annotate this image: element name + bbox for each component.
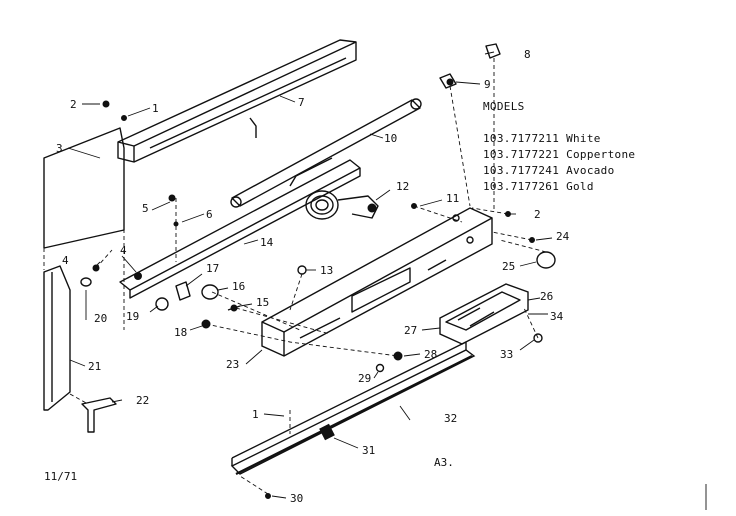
- model-line: 103.7177241 Avocado: [483, 164, 615, 177]
- part-14-support-bar: [119, 157, 361, 299]
- callout-10: 10: [384, 132, 397, 145]
- assembly-lines: [95, 58, 547, 495]
- callout-2: 2: [70, 98, 77, 111]
- callout-29: 29: [358, 372, 371, 385]
- model-line: 103.7177261 Gold: [483, 180, 594, 193]
- callout-33: 33: [500, 348, 513, 361]
- callout-1b: 1: [252, 408, 259, 421]
- callout-13: 13: [320, 264, 333, 277]
- part-31-clip: [319, 423, 335, 441]
- model-line: 103.7177211 White: [483, 132, 601, 145]
- leader-lines: [67, 51, 553, 499]
- callout-15: 15: [256, 296, 269, 309]
- callout-7: 7: [298, 96, 305, 109]
- callout-11: 11: [446, 192, 459, 205]
- part-12-coil: [305, 190, 379, 220]
- part-32-grill: [230, 341, 476, 475]
- models-legend: MODELS 103.7177211 White 103.7177221 Cop…: [483, 100, 635, 193]
- callout-31: 31: [362, 444, 375, 457]
- callout-22: 22: [136, 394, 149, 407]
- callout-4b: 4: [62, 254, 69, 267]
- callout-27: 27: [404, 324, 417, 337]
- page-code: A3.: [434, 456, 454, 469]
- callout-1: 1: [152, 102, 159, 115]
- part-23-control-panel: [261, 207, 493, 357]
- callout-32: 32: [444, 412, 457, 425]
- callout-18: 18: [174, 326, 187, 339]
- callout-21: 21: [88, 360, 101, 373]
- callout-14: 14: [260, 236, 274, 249]
- callout-3: 3: [56, 142, 63, 155]
- callout-30: 30: [290, 492, 303, 505]
- callout-5: 5: [142, 202, 149, 215]
- callout-12: 12: [396, 180, 409, 193]
- callout-28: 28: [424, 348, 437, 361]
- callout-6: 6: [206, 208, 213, 221]
- model-line: 103.7177221 Coppertone: [483, 148, 635, 161]
- part-7-top-rail: [117, 39, 357, 163]
- part-10-roller: [230, 98, 422, 208]
- part-21-bracket: [43, 265, 71, 411]
- callout-25: 25: [502, 260, 515, 273]
- callout-20: 20: [94, 312, 107, 325]
- part-3-side-panel: [43, 127, 125, 330]
- date-code: 11/71: [44, 470, 77, 483]
- part-26-timer: [439, 283, 529, 345]
- models-heading: MODELS: [483, 100, 525, 113]
- callout-34: 34: [550, 310, 564, 323]
- callout-2b: 2: [534, 208, 541, 221]
- callout-9: 9: [484, 78, 491, 91]
- callout-26: 26: [540, 290, 553, 303]
- callout-17: 17: [206, 262, 219, 275]
- callout-labels: 2 1 3 7 8 9 10 5 6 12 11 2 24 25 4 4 14 …: [56, 48, 570, 505]
- callout-8: 8: [524, 48, 531, 61]
- callout-23: 23: [226, 358, 239, 371]
- callout-19: 19: [126, 310, 139, 323]
- callout-4: 4: [120, 244, 127, 257]
- part-22-hook: [69, 393, 117, 433]
- callout-24: 24: [556, 230, 570, 243]
- callout-16: 16: [232, 280, 245, 293]
